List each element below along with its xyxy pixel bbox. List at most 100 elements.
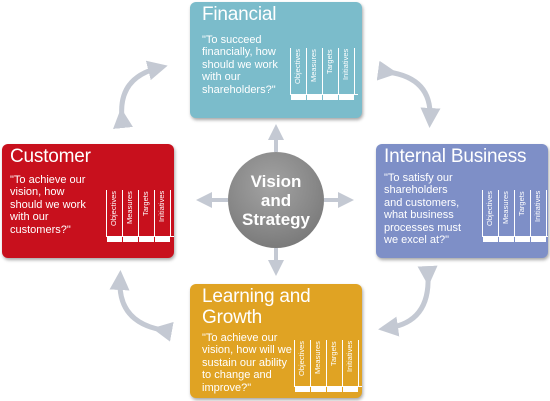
internal-business-scorecard-grid: Objectives Measures Targets Initiatives xyxy=(482,190,548,244)
grid-column: Initiatives xyxy=(342,340,359,386)
grid-column: Objectives xyxy=(106,190,122,236)
and-line: and xyxy=(260,191,292,210)
grid-column: Objectives xyxy=(482,190,498,236)
financial-question-line: financially, how xyxy=(202,46,276,59)
grid-cell xyxy=(295,387,310,392)
grid-column-label: Measures xyxy=(313,341,322,374)
customer-question-line: customers?" xyxy=(10,223,71,236)
financial-title: Financial xyxy=(202,4,277,25)
grid-column-label: Targets xyxy=(329,341,338,366)
arrow-customer-financial xyxy=(113,60,168,129)
strategy-line: Strategy xyxy=(241,210,311,229)
customer-box: Customer "To achieve our vision, how sho… xyxy=(2,144,174,258)
grid-column-label: Targets xyxy=(141,191,150,216)
grid-cell xyxy=(343,387,358,392)
grid-divider xyxy=(482,236,548,237)
financial-question-line: "To succeed xyxy=(202,34,262,46)
learning-question-line: vision, how will we xyxy=(202,344,292,357)
arrow-learning-customer xyxy=(109,270,174,342)
grid-cell xyxy=(499,237,514,242)
grid-column-label: Initiatives xyxy=(533,191,542,223)
grid-column: Initiatives xyxy=(530,190,547,236)
internal-question-line: shareholders xyxy=(384,184,448,197)
grid-cell xyxy=(307,95,322,100)
grid-column-label: Targets xyxy=(325,49,334,74)
grid-column: Initiatives xyxy=(338,48,355,94)
vision-line: Vision xyxy=(250,172,302,191)
grid-cell xyxy=(531,237,546,242)
internal-business-title: Internal Business xyxy=(384,146,527,167)
learning-title-line: Growth xyxy=(202,307,263,328)
learning-growth-box: Learning and Growth "To achieve our visi… xyxy=(190,284,362,398)
learning-question-line: "To achieve our xyxy=(202,332,278,344)
grid-cell xyxy=(123,237,138,242)
grid-cell xyxy=(323,95,338,100)
arrow-financial-internal xyxy=(376,60,441,128)
financial-scorecard-grid: Objectives Measures Targets Initiatives xyxy=(290,48,358,102)
grid-column: Measures xyxy=(498,190,514,236)
financial-question-line: with our xyxy=(202,71,241,84)
grid-cell xyxy=(311,387,326,392)
learning-growth-question: "To achieve our vision, how will we sust… xyxy=(202,332,292,394)
grid-cell xyxy=(515,237,530,242)
grid-divider xyxy=(290,94,358,95)
internal-question-line: "To satisfy our xyxy=(384,172,453,184)
grid-column-label: Measures xyxy=(309,49,318,82)
learning-question-line: improve?" xyxy=(202,381,252,394)
internal-question-line: and customers, xyxy=(384,196,460,209)
grid-divider xyxy=(106,236,174,237)
customer-question: "To achieve our vision, how should we wo… xyxy=(10,174,86,236)
learning-question-line: sustain our ability xyxy=(202,356,287,369)
grid-column: Targets xyxy=(322,48,338,94)
grid-cell xyxy=(483,237,498,242)
grid-column: Targets xyxy=(326,340,342,386)
financial-question-line: shareholders?" xyxy=(202,83,276,96)
grid-column: Targets xyxy=(514,190,530,236)
grid-column-label: Objectives xyxy=(297,341,306,377)
grid-cell xyxy=(107,237,122,242)
learning-growth-scorecard-grid: Objectives Measures Targets Initiatives xyxy=(294,340,362,394)
grid-column-label: Targets xyxy=(517,191,526,216)
grid-column-label: Measures xyxy=(125,191,134,224)
internal-business-question: "To satisfy our shareholders and custome… xyxy=(384,172,461,246)
grid-column: Measures xyxy=(122,190,138,236)
grid-column: Targets xyxy=(138,190,154,236)
customer-question-line: vision, how xyxy=(10,186,65,199)
grid-column: Objectives xyxy=(290,48,306,94)
grid-column-label: Measures xyxy=(501,191,510,224)
internal-question-line: what business xyxy=(384,209,454,222)
grid-column: Measures xyxy=(310,340,326,386)
internal-question-line: processes must xyxy=(384,221,462,234)
grid-column-label: Objectives xyxy=(485,191,494,227)
customer-question-line: "To achieve our xyxy=(10,174,86,186)
learning-title-line: Learning and xyxy=(202,286,311,307)
customer-question-line: should we work xyxy=(10,198,86,211)
grid-column: Objectives xyxy=(294,340,310,386)
financial-question: "To succeed financially, how should we w… xyxy=(202,34,278,96)
grid-column: Measures xyxy=(306,48,322,94)
grid-column-label: Initiatives xyxy=(157,191,166,223)
customer-title: Customer xyxy=(10,146,91,167)
financial-question-line: should we work xyxy=(202,58,278,71)
grid-column-label: Objectives xyxy=(109,191,118,227)
grid-column-label: Initiatives xyxy=(345,341,354,373)
learning-question-line: to change and xyxy=(202,369,272,382)
grid-cell xyxy=(339,95,354,100)
vision-and-strategy-circle: Vision and Strategy xyxy=(228,152,324,248)
customer-scorecard-grid: Objectives Measures Targets Initiatives xyxy=(106,190,174,244)
grid-cell xyxy=(291,95,306,100)
grid-column-label: Initiatives xyxy=(341,49,350,81)
grid-column: Initiatives xyxy=(154,190,171,236)
learning-growth-title: Learning and Growth xyxy=(202,286,311,328)
grid-column-label: Objectives xyxy=(293,49,302,85)
grid-cell xyxy=(139,237,154,242)
grid-cell xyxy=(327,387,342,392)
financial-box: Financial "To succeed financially, how s… xyxy=(190,2,362,118)
grid-divider xyxy=(294,386,362,387)
arrow-internal-learning xyxy=(378,265,438,337)
grid-cell xyxy=(155,237,170,242)
internal-question-line: we excel at?" xyxy=(384,234,450,247)
internal-business-box: Internal Business "To satisfy our shareh… xyxy=(376,144,548,258)
